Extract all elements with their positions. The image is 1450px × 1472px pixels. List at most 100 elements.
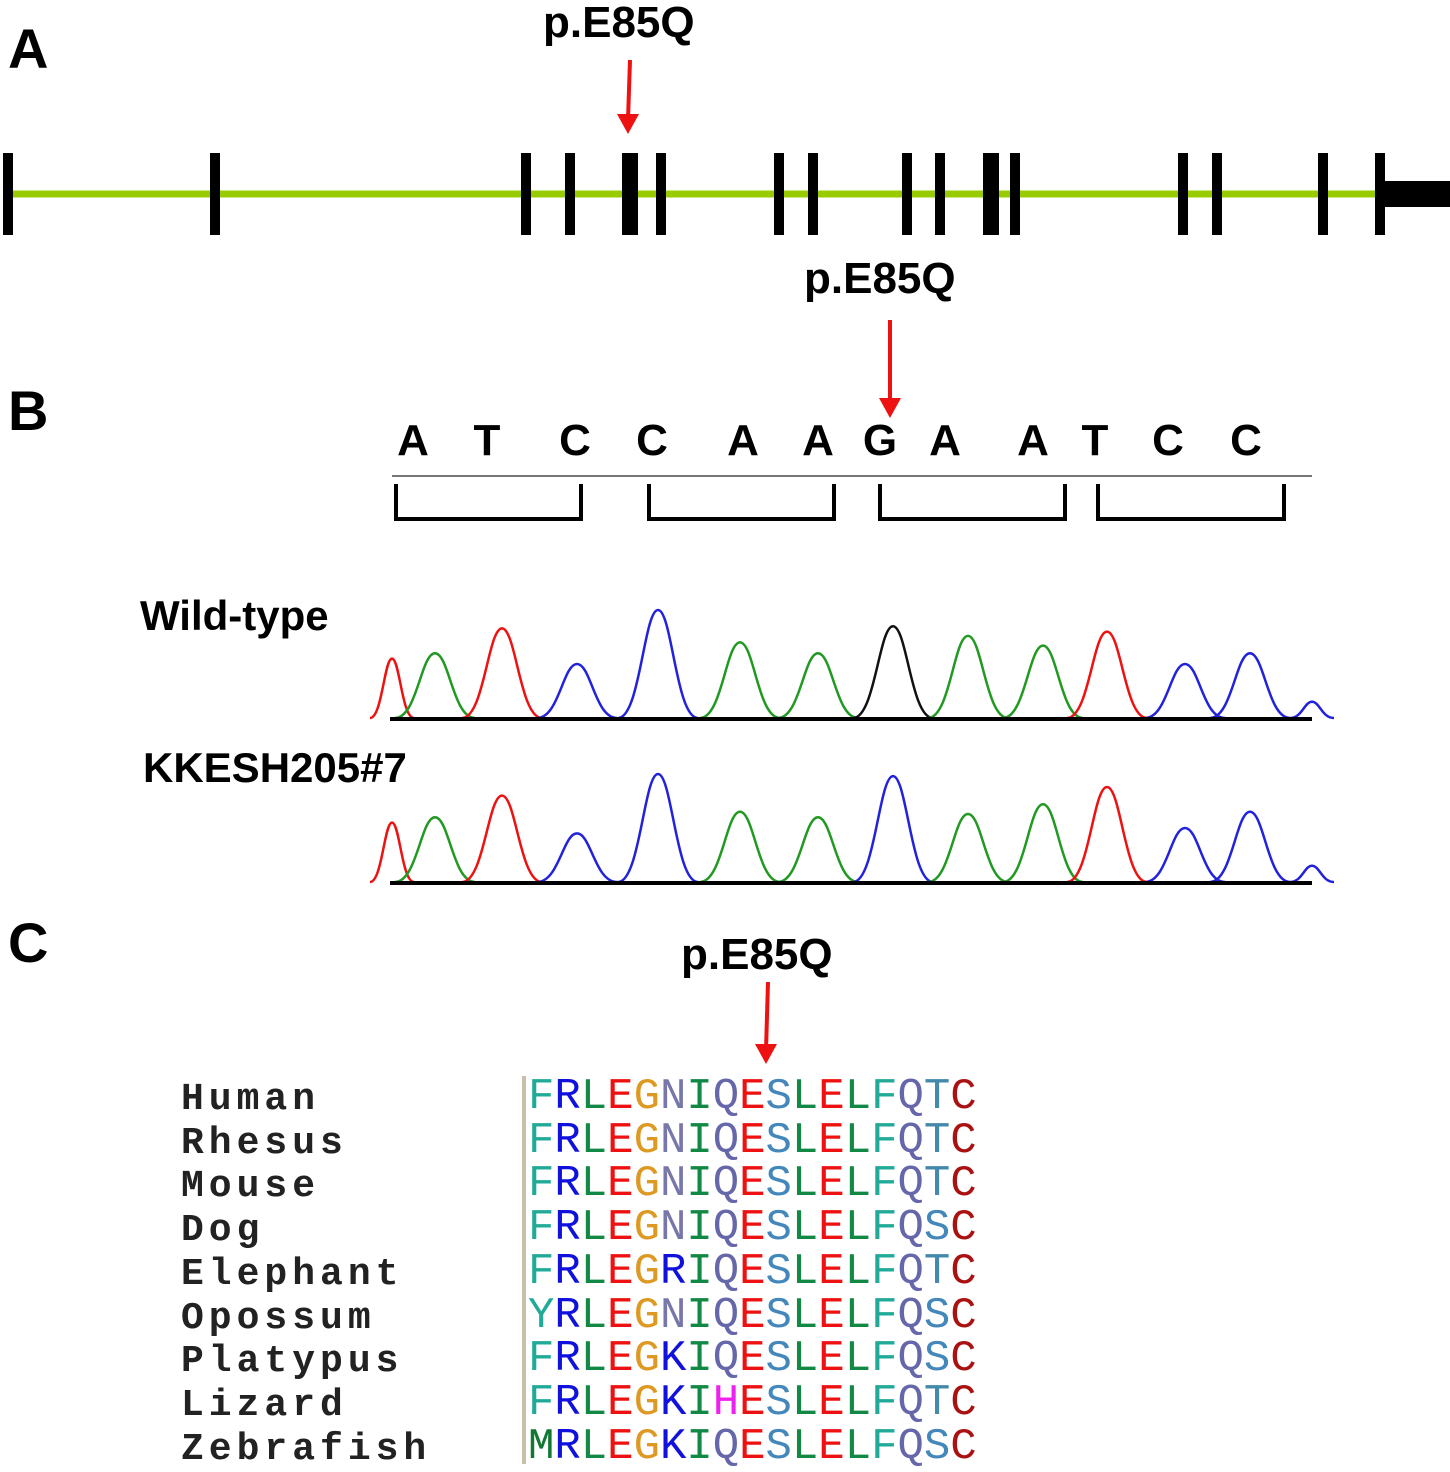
protein-sequence: FRLEGNIQESLELFQSC <box>528 1203 977 1253</box>
residue: Q <box>897 1203 924 1254</box>
chromatogram-peak <box>1289 864 1335 884</box>
residue: E <box>607 1072 634 1122</box>
residue: R <box>554 1115 581 1166</box>
residue: Y <box>528 1290 555 1341</box>
residue: F <box>528 1203 555 1254</box>
species-label: Opossum <box>181 1296 376 1340</box>
exon <box>1318 153 1328 235</box>
residue: Q <box>712 1159 740 1210</box>
residue: Q <box>712 1203 740 1254</box>
residue: F <box>528 1072 555 1122</box>
residue: C <box>950 1246 977 1297</box>
residue: L <box>844 1421 872 1472</box>
chromatogram-peak <box>617 608 699 720</box>
residue: E <box>818 1246 845 1297</box>
protein-sequence: FRLEGRIQESLELFQTC <box>528 1247 977 1297</box>
residue: F <box>871 1334 898 1385</box>
residue: F <box>871 1421 898 1472</box>
residue: G <box>633 1290 660 1341</box>
residue: E <box>607 1159 634 1210</box>
chromatogram-peak <box>1066 785 1148 884</box>
protein-sequence: FRLEGKIHESLELFQTC <box>528 1378 977 1428</box>
residue: I <box>686 1290 713 1341</box>
exon <box>808 153 818 235</box>
chromatogram-peak <box>1144 826 1226 884</box>
residue: S <box>765 1159 792 1210</box>
residue: L <box>580 1421 608 1472</box>
chromatogram-peak <box>1289 700 1335 720</box>
chromatogram-peak <box>1209 810 1291 884</box>
codon-bracket <box>394 484 583 521</box>
species-label: Rhesus <box>181 1121 348 1165</box>
residue: R <box>554 1072 581 1122</box>
exon <box>3 153 13 235</box>
codon-bracket <box>1096 484 1286 521</box>
species-label: Dog <box>181 1209 265 1253</box>
chromatogram-peak <box>394 651 476 720</box>
residue: E <box>818 1203 845 1254</box>
exon <box>1178 153 1188 235</box>
chromatogram-peak <box>617 772 699 884</box>
residue: E <box>739 1203 766 1254</box>
chromatogram-peak <box>369 821 415 884</box>
residue: S <box>765 1246 792 1297</box>
species-label: Mouse <box>181 1165 321 1209</box>
exon <box>210 153 220 235</box>
sequence-base: C <box>1230 416 1262 465</box>
mutation-arrow-sequence-head <box>879 398 901 418</box>
residue: L <box>580 1072 608 1122</box>
residue: I <box>686 1421 713 1472</box>
residue: K <box>659 1421 687 1472</box>
residue: E <box>607 1246 634 1297</box>
protein-sequence: FRLEGKIQESLELFQSC <box>528 1334 977 1384</box>
codon-bracket <box>878 484 1067 521</box>
residue: L <box>844 1290 872 1341</box>
residue: E <box>607 1377 634 1428</box>
exon <box>656 153 666 235</box>
chromatogram-peak <box>927 812 1009 884</box>
species-label: Platypus <box>181 1340 404 1384</box>
residue: N <box>659 1290 687 1341</box>
chromatogram-peak <box>1144 662 1226 720</box>
residue: N <box>659 1159 687 1210</box>
residue: Q <box>712 1334 740 1385</box>
residue: F <box>871 1159 898 1210</box>
chromatogram-peak <box>927 634 1009 720</box>
sequence-base: A <box>397 416 429 465</box>
residue: G <box>633 1421 660 1472</box>
residue: C <box>950 1377 977 1428</box>
residue: H <box>712 1377 740 1428</box>
residue: L <box>844 1115 872 1166</box>
residue: L <box>791 1377 819 1428</box>
protein-sequence: FRLEGNIQESLELFQTC <box>528 1072 977 1122</box>
residue: G <box>633 1159 660 1210</box>
residue: I <box>686 1334 713 1385</box>
exon <box>983 153 999 235</box>
residue: T <box>923 1246 951 1297</box>
residue: E <box>607 1421 634 1472</box>
protein-sequence: FRLEGNIQESLELFQTC <box>528 1159 977 1209</box>
exon <box>1010 153 1020 235</box>
residue: C <box>950 1334 977 1385</box>
panel-label-a: A <box>8 17 49 80</box>
residue: S <box>923 1203 951 1254</box>
residue: E <box>607 1290 634 1341</box>
residue: R <box>554 1203 581 1254</box>
residue: K <box>659 1377 687 1428</box>
residue: S <box>765 1290 792 1341</box>
residue: N <box>659 1203 687 1254</box>
residue: C <box>950 1159 977 1210</box>
residue: S <box>765 1421 792 1472</box>
residue: Q <box>897 1159 924 1210</box>
residue: I <box>686 1072 713 1122</box>
residue: Q <box>897 1290 924 1341</box>
mutation-arrow-alignment <box>764 981 770 1051</box>
trace-label-mutant: KKESH205#7 <box>143 744 407 791</box>
residue: Q <box>712 1115 740 1166</box>
residue: Q <box>712 1246 740 1297</box>
protein-sequence: FRLEGNIQESLELFQTC <box>528 1116 977 1166</box>
chromatogram-peak <box>369 657 415 720</box>
residue: E <box>818 1159 845 1210</box>
residue: S <box>765 1115 792 1166</box>
residue: G <box>633 1072 660 1122</box>
